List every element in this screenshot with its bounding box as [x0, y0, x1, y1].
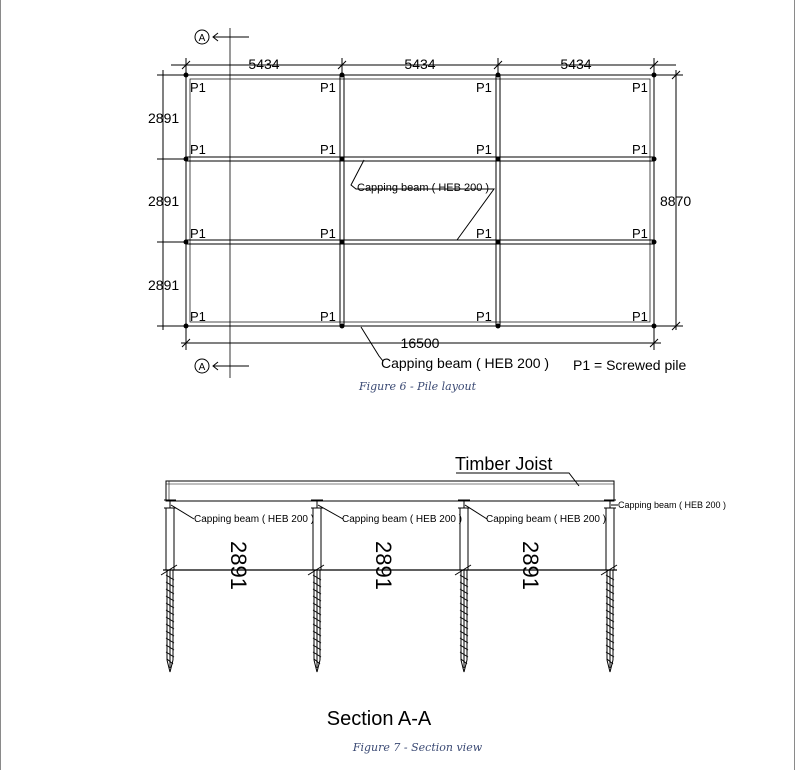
svg-text:P1: P1	[320, 142, 336, 157]
top-dimension	[171, 58, 676, 75]
svg-text:P1: P1	[320, 80, 336, 95]
section-marker-top-label: A	[199, 33, 206, 44]
svg-text:P1: P1	[476, 226, 492, 241]
svg-text:P1: P1	[632, 80, 648, 95]
svg-text:P1: P1	[476, 80, 492, 95]
total-width-dim: 8870	[660, 193, 691, 209]
beam-label-4: Capping beam ( HEB 200 )	[618, 500, 726, 510]
section-dim-3: 2891	[518, 541, 543, 590]
figure-6-caption: Figure 6 - Pile layout	[358, 380, 477, 393]
capping-beam-outer-label: Capping beam ( HEB 200 )	[381, 355, 549, 371]
capping-beams-vertical	[339, 75, 501, 326]
svg-text:P1: P1	[190, 142, 206, 157]
left-dimension	[157, 70, 186, 330]
svg-text:P1: P1	[476, 309, 492, 324]
pile-3	[454, 499, 472, 673]
span-dim-1: 5434	[248, 56, 279, 72]
beam-label-3: Capping beam ( HEB 200 )	[486, 514, 606, 525]
svg-text:P1: P1	[632, 226, 648, 241]
section-marker-bottom-label: A	[199, 362, 206, 373]
capping-beam-leader-outer	[360, 326, 384, 362]
svg-text:P1: P1	[632, 142, 648, 157]
row-dim-1: 2891	[148, 110, 179, 126]
beam-label-1: Capping beam ( HEB 200 )	[194, 514, 314, 525]
timber-joist-leader	[456, 472, 580, 487]
beam-leader-3	[464, 504, 488, 520]
span-dim-2: 5434	[404, 56, 435, 72]
beam-leader-1	[170, 504, 195, 520]
section-dim-2: 2891	[371, 541, 396, 590]
right-dimension	[654, 70, 683, 331]
section-dim-1: 2891	[226, 541, 251, 590]
section-marker-top	[194, 29, 210, 45]
svg-text:P1: P1	[320, 309, 336, 324]
span-dim-3: 5434	[560, 56, 591, 72]
beam-label-2: Capping beam ( HEB 200 )	[342, 514, 462, 525]
pile-1	[160, 499, 178, 673]
capping-beam-leader-inner	[350, 159, 495, 241]
svg-text:P1: P1	[190, 309, 206, 324]
figure-7-caption: Figure 7 - Section view	[352, 741, 483, 754]
pile-4	[600, 499, 618, 673]
total-length-dim: 16500	[401, 335, 440, 351]
legend-text: P1 = Screwed pile	[573, 357, 686, 373]
pile-markers	[183, 72, 657, 329]
svg-text:P1: P1	[320, 226, 336, 241]
section-marker-bottom	[194, 358, 210, 374]
capping-beam-inner-label: Capping beam ( HEB 200 )	[357, 182, 489, 194]
outer-frame	[185, 74, 655, 327]
section-cut-line	[194, 28, 249, 378]
timber-joist	[165, 480, 615, 502]
row-dim-2: 2891	[148, 193, 179, 209]
svg-text:P1: P1	[632, 309, 648, 324]
capping-beams-horizontal	[186, 156, 654, 245]
section-title: Section A-A	[327, 708, 432, 730]
svg-text:P1: P1	[476, 142, 492, 157]
svg-text:P1: P1	[190, 226, 206, 241]
svg-text:P1: P1	[190, 80, 206, 95]
bottom-dimension	[181, 326, 661, 350]
beam-leader-2	[317, 504, 344, 520]
row-dim-3: 2891	[148, 277, 179, 293]
timber-joist-label: Timber Joist	[455, 454, 552, 474]
pile-2	[307, 499, 325, 673]
